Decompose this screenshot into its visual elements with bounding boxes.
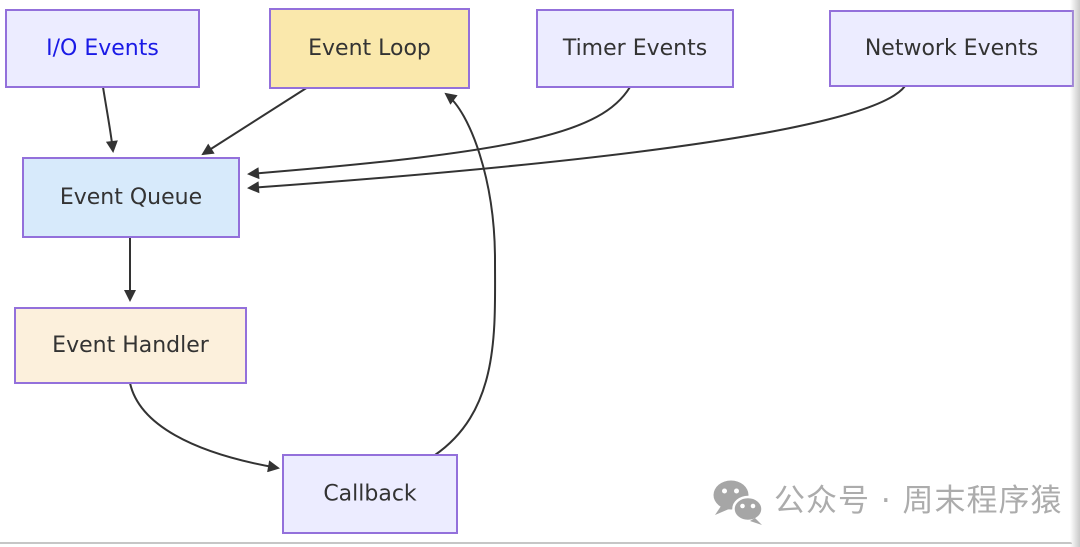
node-timer-events: Timer Events (536, 9, 734, 88)
node-timer-events-box (536, 9, 734, 88)
node-timer-events-label: Timer Events (562, 36, 707, 61)
edge-callback-to-event-loop (434, 92, 497, 456)
node-callback-box (282, 454, 458, 534)
node-event-handler-box (14, 307, 247, 384)
edge-io-events-to-event-queue (102, 86, 118, 153)
node-event-loop: Event Loop (269, 8, 470, 89)
node-network-events-label: Network Events (865, 36, 1038, 61)
nodes-layer: I/O Events Event Loop Timer Events Network … (5, 8, 1074, 534)
node-event-loop-label: Event Loop (308, 36, 431, 61)
node-callback: Callback (282, 454, 458, 534)
node-event-loop-box (269, 8, 470, 89)
watermark-text: 公众号 · 周末程序猿 (774, 483, 1063, 519)
node-event-queue-label: Event Queue (60, 185, 202, 210)
node-callback-label: Callback (323, 482, 417, 507)
node-io-events-box (5, 9, 200, 88)
node-network-events: Network Events (829, 10, 1074, 87)
node-event-handler-label: Event Handler (52, 333, 210, 358)
node-io-events: I/O Events (5, 9, 200, 88)
wechat-icon (713, 480, 764, 525)
edge-network-events-to-event-queue (247, 85, 906, 194)
edge-event-handler-to-callback (129, 382, 280, 473)
card-bottom-edge (0, 542, 1072, 544)
node-event-handler: Event Handler (14, 307, 247, 384)
node-event-queue-box (22, 157, 240, 238)
edges-layer (102, 85, 906, 473)
node-network-events-box (829, 10, 1074, 87)
watermark: 公众号 · 周末程序猿 (710, 478, 1063, 525)
node-event-queue: Event Queue (22, 157, 240, 238)
card-right-shadow (1070, 0, 1080, 547)
edge-event-loop-to-event-queue (201, 86, 309, 156)
edge-timer-events-to-event-queue (247, 86, 631, 180)
node-io-events-label: I/O Events (46, 36, 159, 61)
